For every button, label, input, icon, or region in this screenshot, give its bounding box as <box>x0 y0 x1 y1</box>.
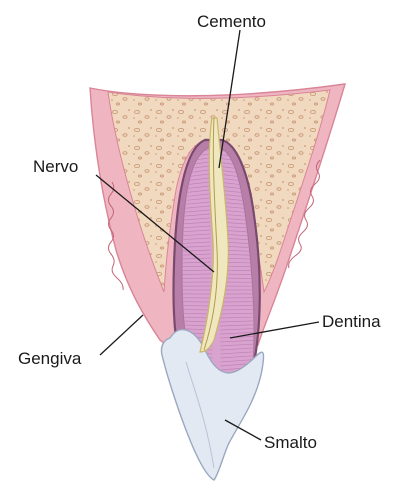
label-nervo: Nervo <box>33 157 78 176</box>
label-gengiva: Gengiva <box>18 349 82 368</box>
label-smalto: Smalto <box>264 433 317 452</box>
leader-gengiva <box>100 315 143 355</box>
label-cemento: Cemento <box>197 12 266 31</box>
label-dentina: Dentina <box>322 312 381 331</box>
